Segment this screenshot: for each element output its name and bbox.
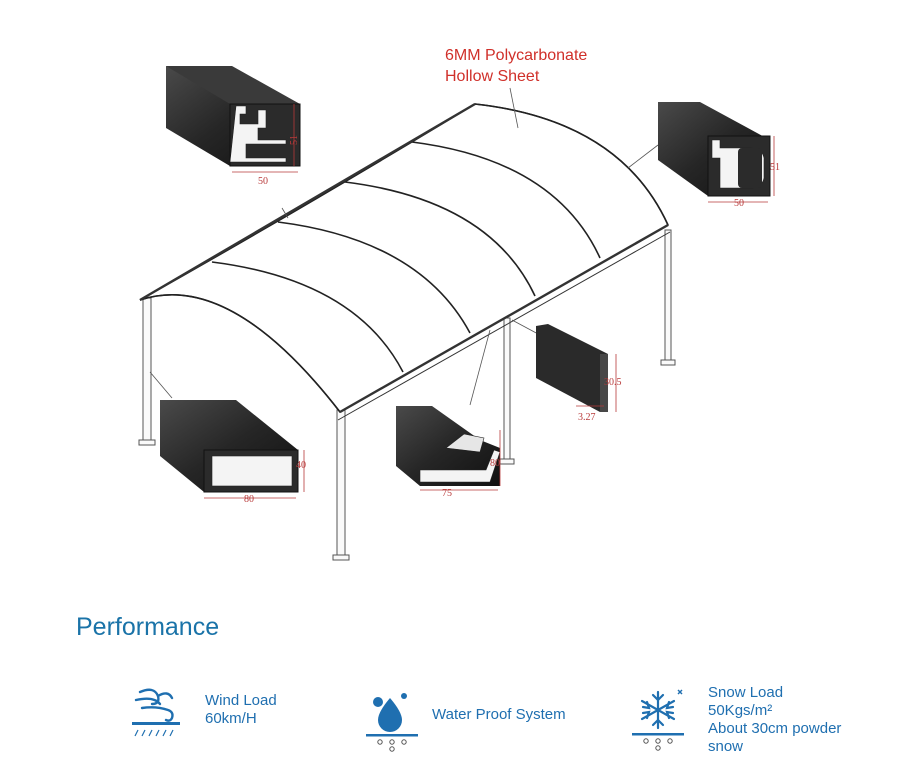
roof-ribs: [139, 103, 669, 413]
svg-text:75: 75: [442, 488, 452, 499]
svg-text:3.27: 3.27: [578, 412, 596, 423]
posts: [138, 229, 676, 561]
svg-text:51: 51: [770, 162, 780, 173]
feature-snow-line-1: Snow Load: [708, 684, 784, 701]
feature-snow-line-3: About 30cm powder: [708, 720, 842, 737]
svg-text:40: 40: [296, 460, 306, 471]
feature-snow-load: Snow Load 50Kgs/m² About 30cm powder sno…: [708, 684, 841, 756]
profile-center-gutter: 75 80: [396, 406, 501, 499]
water-drop-icon: [366, 693, 418, 752]
feature-water-proof: Water Proof System: [432, 706, 566, 724]
carport-drawing: 50 51 50 51 80 40 75 80 30.5: [138, 66, 780, 561]
post-front-left: [142, 297, 152, 444]
post-middle: [503, 317, 511, 463]
profile-top-right: 50 51: [658, 102, 780, 209]
post-back-right: [664, 229, 672, 363]
wind-icon: [132, 688, 180, 737]
roof-edges: [139, 102, 671, 421]
profile-bottom-left: 80 40: [160, 400, 306, 505]
feature-wind-load: Wind Load 60km/H: [205, 692, 277, 728]
snowflake-icon: [632, 689, 684, 751]
svg-text:80: 80: [490, 458, 500, 469]
callout-line-2: Hollow Sheet: [445, 68, 540, 85]
feature-snow-line-4: snow: [708, 738, 744, 755]
polycarbonate-callout: 6MM Polycarbonate Hollow Sheet: [445, 45, 587, 87]
feature-water-line-1: Water Proof System: [432, 706, 566, 723]
feature-wind-line-2: 60km/H: [205, 710, 257, 727]
profile-panel: 30.5 3.27: [536, 324, 622, 423]
callout-line-1: 6MM Polycarbonate: [445, 47, 588, 64]
post-front-right: [336, 409, 346, 559]
profile-top-left: 50 51: [166, 66, 301, 187]
svg-text:50: 50: [258, 176, 268, 187]
svg-text:80: 80: [244, 494, 254, 505]
performance-title: Performance: [76, 613, 220, 641]
svg-text:30.5: 30.5: [604, 377, 622, 388]
feature-snow-line-2: 50Kgs/m²: [708, 702, 773, 719]
feature-wind-line-1: Wind Load: [205, 692, 277, 709]
svg-text:50: 50: [734, 198, 744, 209]
svg-text:51: 51: [289, 135, 300, 145]
